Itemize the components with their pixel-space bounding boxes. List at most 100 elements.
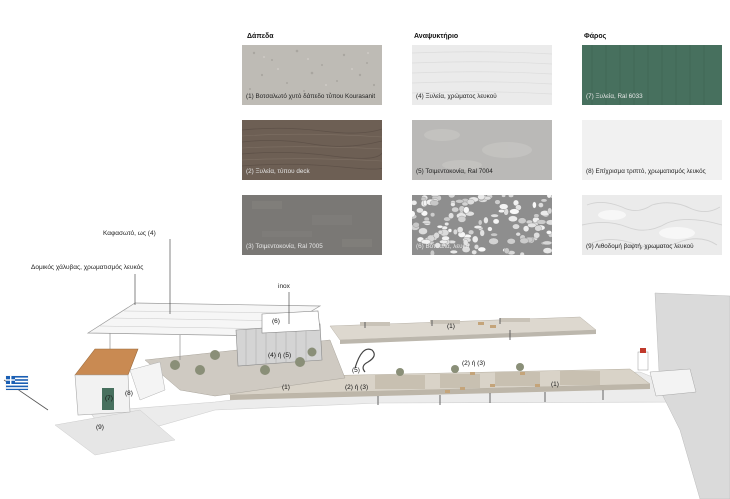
- tag-6: (6): [272, 318, 280, 325]
- pebble: [412, 222, 420, 228]
- pebble: [461, 201, 469, 207]
- swatch-label-7: (7) Ξυλεία, Ral 6033: [586, 93, 643, 100]
- cliff: [654, 292, 730, 499]
- pebble: [546, 195, 552, 199]
- pebble: [448, 195, 456, 199]
- heading-floors: Δάπεδα: [247, 33, 274, 40]
- swatch-label-2: (2) Ξυλεία, τύπου deck: [246, 168, 310, 175]
- pebble: [533, 213, 540, 218]
- pebble: [504, 247, 510, 254]
- pebble: [490, 213, 499, 218]
- callout-inox: inox: [278, 283, 290, 290]
- callout-roof: Καφασωτό, ως (4): [103, 230, 156, 237]
- swatch-label-5: (5) Τσιμεντοκονία, Ral 7004: [416, 168, 493, 175]
- pebble: [479, 229, 485, 237]
- pebble: [527, 222, 537, 228]
- pebble: [430, 249, 435, 255]
- pebble: [455, 199, 464, 204]
- pebble: [546, 230, 552, 235]
- wood-grain-texture: [242, 127, 382, 170]
- pebble: [517, 217, 527, 224]
- white-wall: [129, 361, 166, 401]
- pebble: [412, 200, 418, 206]
- swatch-white-plaster: (8) Επίχρισμα τριπτό, χρωματισμός λευκός: [582, 120, 722, 180]
- tag-8: (8): [125, 390, 133, 397]
- stone-texture: [582, 202, 722, 248]
- pebble: [494, 199, 501, 205]
- pebble: [420, 239, 431, 245]
- pebble: [457, 226, 464, 234]
- swatch-label-4: (4) Ξυλεία, χρώματος λευκού: [416, 93, 497, 100]
- pebble: [523, 225, 530, 232]
- kiosk-upper-box: [261, 310, 321, 334]
- pebble: [429, 200, 439, 206]
- pebble: [477, 195, 486, 200]
- leader-lines: [134, 239, 290, 324]
- pebble: [506, 238, 516, 245]
- swatch-label-6: (6) Βότσαλα, λευκά: [416, 243, 470, 250]
- swatch-cement-7004: (5) Τσιμεντοκονία, Ral 7004: [412, 120, 552, 180]
- pebble: [487, 226, 493, 232]
- pebble: [449, 249, 458, 254]
- lower-pier-deck-strips: [375, 371, 600, 389]
- swatch-green-wood: (7) Ξυλεία, Ral 6033: [582, 45, 722, 105]
- pebble: [430, 212, 436, 218]
- pebble-texture: [249, 49, 376, 94]
- pebble: [547, 207, 552, 215]
- pebble: [463, 206, 470, 214]
- pebble: [477, 246, 486, 252]
- sculpture: [354, 348, 375, 373]
- greek-flag-icon: [5, 375, 29, 391]
- pebble: [512, 223, 520, 230]
- pebble: [443, 216, 451, 222]
- upper-pier-strips: [360, 318, 530, 326]
- pebble: [457, 215, 467, 223]
- swatch-label-1: (1) Βοτσαλωτό χυτό δάπεδο τύπου Kourasan…: [246, 93, 376, 100]
- pebble: [540, 198, 548, 203]
- pebble: [412, 210, 416, 218]
- cement-texture-dark: [252, 201, 372, 247]
- swatch-label-3: (3) Τσιμεντοκονία, Ral 7005: [246, 243, 323, 250]
- upper-pier-edge: [340, 330, 596, 344]
- pebble: [416, 207, 424, 214]
- pebble: [488, 237, 499, 245]
- pebble: [499, 203, 509, 210]
- swatch-cement-7005: (3) Τσιμεντοκονία, Ral 7005: [242, 195, 382, 255]
- pebble: [466, 198, 475, 205]
- pebble: [538, 202, 544, 208]
- pebble: [508, 215, 518, 222]
- pebble: [532, 201, 537, 209]
- pebble: [468, 229, 475, 235]
- swatch-painted-stone: (9) Λιθοδομή βαφτή, χρωματος λευκού: [582, 195, 722, 255]
- deck-furniture: [445, 322, 540, 393]
- pebble: [471, 249, 477, 255]
- pebble: [533, 232, 540, 239]
- pebble: [509, 208, 520, 215]
- pebble: [461, 246, 471, 253]
- pebble: [433, 232, 440, 239]
- swatch-wood-deck: (2) Ξυλεία, τύπου deck: [242, 120, 382, 180]
- pebble: [418, 227, 428, 235]
- lighthouse-lamp: [640, 348, 646, 353]
- pebble: [436, 225, 444, 229]
- tag-1-upper: (1): [447, 323, 455, 330]
- lower-pier-edge: [230, 384, 650, 400]
- tag-7: (7): [105, 395, 113, 402]
- pebble: [492, 218, 500, 225]
- house-roof: [74, 348, 139, 376]
- swatch-pebble-floor: (1) Βοτσαλωτό χυτό δάπεδο τύπου Kourasan…: [242, 45, 382, 105]
- pebble: [450, 202, 456, 207]
- pebble: [434, 242, 441, 249]
- kiosk-louvres: [245, 325, 307, 365]
- tag-9: (9): [96, 424, 104, 431]
- lighthouse-tower: [637, 351, 649, 371]
- pebble: [474, 244, 479, 250]
- pebble: [478, 219, 483, 226]
- pebble: [542, 247, 552, 254]
- heading-kiosk: Αναψυκτήριο: [414, 33, 459, 40]
- pebble: [536, 219, 547, 225]
- swatch-white-pebbles: (6) Βότσαλα, λευκά: [412, 195, 552, 255]
- tag-4-or-5: (4) ή (5): [268, 352, 292, 359]
- pebble: [490, 232, 498, 237]
